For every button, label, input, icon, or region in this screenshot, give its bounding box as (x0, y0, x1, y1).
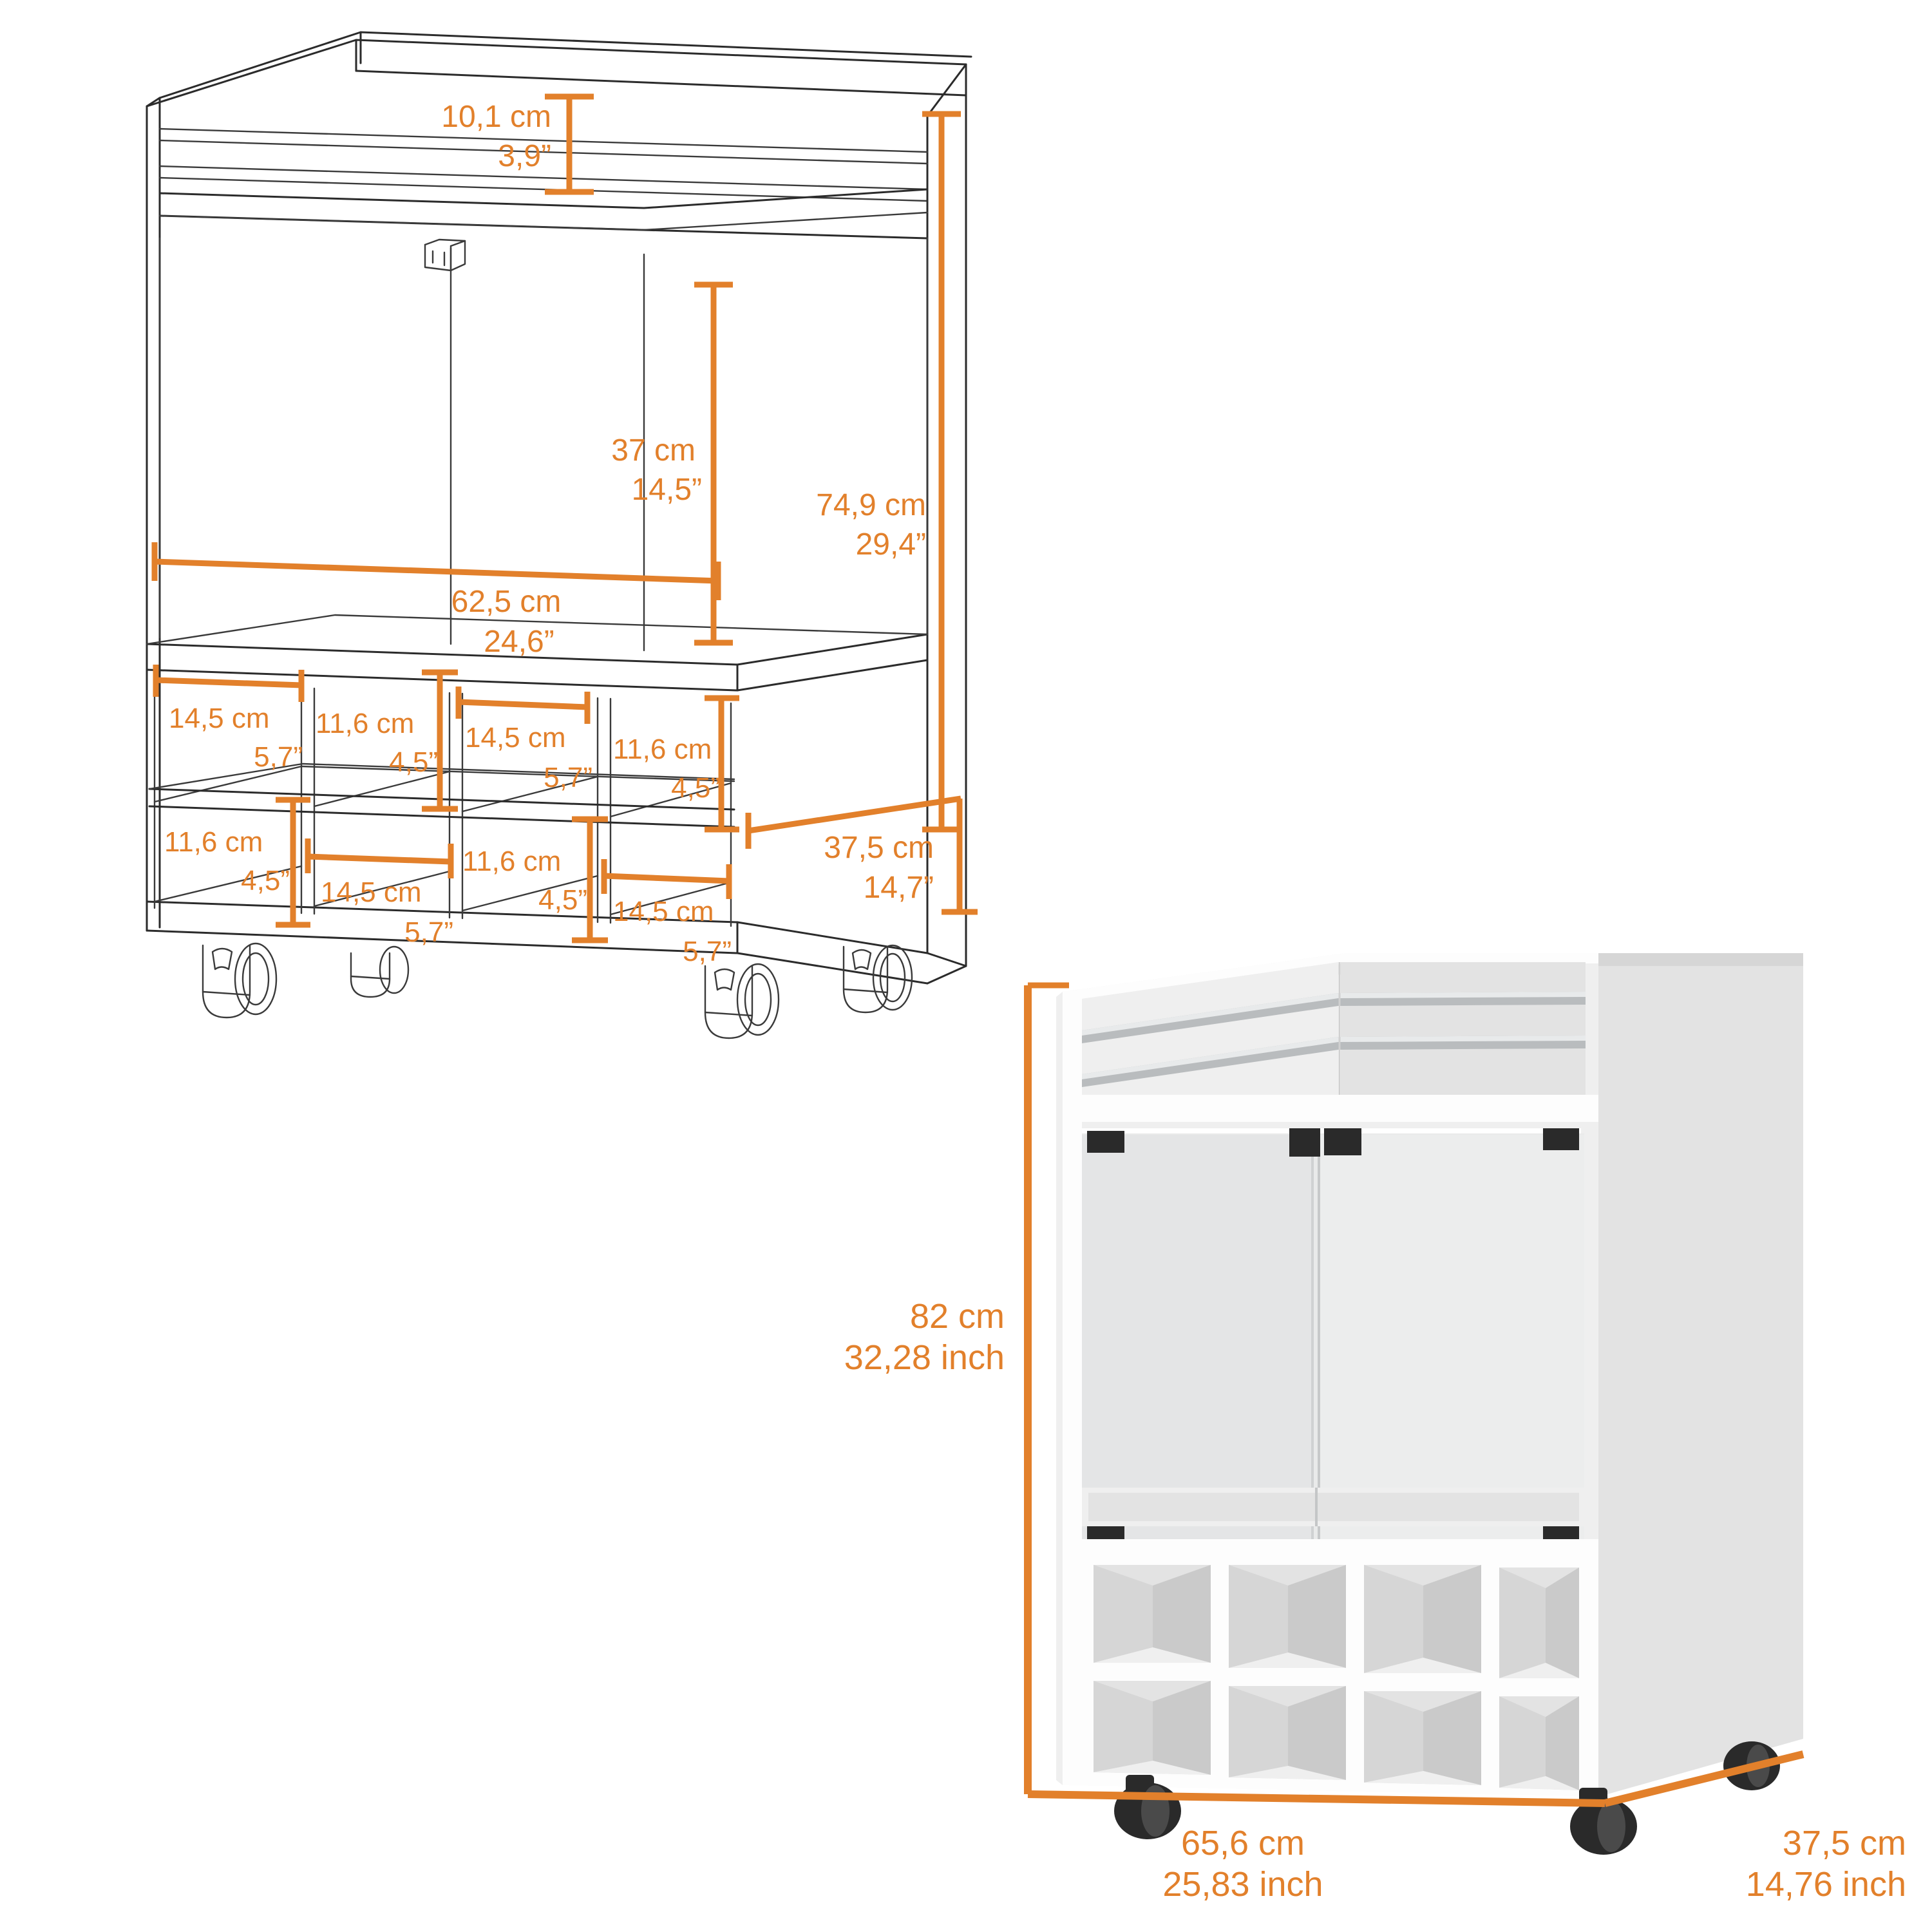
dim-label-overall-height-imperial: 29,4” (856, 527, 926, 562)
dim-interior-width: 62,5 cm 24,6” (151, 542, 721, 659)
dim-label-interior-width-metric: 62,5 cm (451, 585, 562, 619)
hinge-hardware-detail (424, 238, 466, 272)
dim-cubby-row2: 11,6 cm 4,5” 14,5 cm 5,7” 11,6 cm 4,5” 1… (164, 797, 732, 967)
dim-label-cubby-r2c3-imperial: 4,5” (538, 884, 587, 916)
dim-top-rack-height: 10,1 cm 3,9” (441, 93, 594, 195)
dim-label-open-shelf-imperial: 14,5” (632, 473, 702, 507)
dim-label-cubby-r2c2-imperial: 5,7” (404, 916, 453, 948)
product-render: 82 cm 32,28 inch 65,6 cm 25,83 inch 37,5… (844, 953, 1906, 1904)
dim-label-cubby-r2c4-imperial: 5,7” (683, 936, 732, 967)
dim-label-depth-line-imperial: 14,7” (864, 871, 934, 905)
cubby-r2c4 (1499, 1696, 1579, 1790)
dim-label-cubby-r1c3-imperial: 5,7” (544, 762, 592, 793)
hinge-top-center-left (1289, 1128, 1320, 1157)
caster-wheels-line (202, 942, 913, 1039)
dim-label-render-height-imperial: 32,28 inch (844, 1338, 1005, 1377)
dim-label-render-depth-imperial: 14,76 inch (1746, 1865, 1906, 1904)
dim-label-cubby-r1c2-metric: 11,6 cm (316, 708, 414, 739)
dim-label-cubby-r1c4-imperial: 4,5” (671, 772, 720, 804)
dim-cubby-row1: 14,5 cm 5,7” 11,6 cm 4,5” 14,5 cm 5,7” 1… (153, 665, 739, 833)
stemware-rack-rails (158, 128, 929, 240)
dim-label-cubby-r1c1-imperial: 5,7” (254, 741, 303, 773)
dim-label-cubby-r2c4-metric: 14,5 cm (613, 896, 714, 927)
dim-label-cubby-r1c4-metric: 11,6 cm (613, 734, 712, 765)
stemware-rail-1 (1082, 992, 1586, 1043)
render-cubby-grid (1064, 1539, 1598, 1797)
dim-label-cubby-r2c1-metric: 11,6 cm (164, 826, 263, 858)
dim-label-cubby-r1c3-metric: 14,5 cm (465, 722, 566, 753)
dim-label-render-depth-metric: 37,5 cm (1783, 1824, 1906, 1862)
cubby-r2c1 (1094, 1681, 1211, 1775)
dim-overall-width-render: 65,6 cm 25,83 inch (1027, 1750, 1804, 1904)
dim-open-shelf-height: 37 cm 14,5” (611, 281, 733, 646)
hinge-top-center-right (1324, 1128, 1361, 1155)
stemware-rail-2 (1082, 1036, 1586, 1087)
cubby-r1c3 (1364, 1565, 1481, 1673)
cubby-r1c4 (1499, 1567, 1579, 1678)
dim-label-overall-height-metric: 74,9 cm (816, 488, 926, 522)
dim-label-cubby-r1c2-imperial: 4,5” (389, 746, 438, 778)
dim-depth-line-drawing: 37,5 cm 14,7” (745, 795, 978, 915)
cubby-r1c2 (1229, 1565, 1346, 1668)
dim-label-depth-line-metric: 37,5 cm (824, 831, 934, 865)
hinge-top-left (1087, 1131, 1124, 1153)
dim-label-interior-width-imperial: 24,6” (484, 625, 554, 659)
dim-label-top-rack-imperial: 3,9” (498, 139, 551, 173)
dim-overall-depth-render: 37,5 cm 14,76 inch (1746, 1824, 1906, 1904)
dim-label-open-shelf-metric: 37 cm (611, 433, 696, 468)
render-middle-shelf (1082, 1488, 1584, 1526)
dim-label-cubby-r1c1-metric: 14,5 cm (169, 703, 270, 734)
dim-label-render-width-metric: 65,6 cm (1181, 1824, 1305, 1862)
dim-label-render-height-metric: 82 cm (910, 1297, 1005, 1336)
cubby-r1c1 (1094, 1565, 1211, 1663)
dim-label-top-rack-metric: 10,1 cm (441, 100, 551, 134)
dim-label-cubby-r2c3-metric: 11,6 cm (462, 846, 561, 877)
cubby-r2c3 (1364, 1691, 1481, 1785)
dim-label-cubby-r2c2-metric: 14,5 cm (321, 876, 422, 908)
hinge-top-right (1543, 1128, 1579, 1150)
dim-label-render-width-imperial: 25,83 inch (1162, 1865, 1323, 1904)
render-stemware-rack (1064, 962, 1598, 1128)
dim-label-cubby-r2c1-imperial: 4,5” (241, 865, 290, 896)
cubby-r2c2 (1229, 1686, 1346, 1780)
dim-overall-height-render: 82 cm 32,28 inch (844, 982, 1069, 1794)
technical-line-drawing: 10,1 cm 3,9” 37 cm 14,5” 74,9 cm 29,4” 6… (146, 31, 978, 1039)
render-glass-doors (1082, 1128, 1584, 1548)
render-right-side-panel (1581, 953, 1803, 1797)
dim-overall-height-body: 74,9 cm 29,4” (816, 111, 961, 833)
cabinet-door-edges (158, 237, 929, 658)
